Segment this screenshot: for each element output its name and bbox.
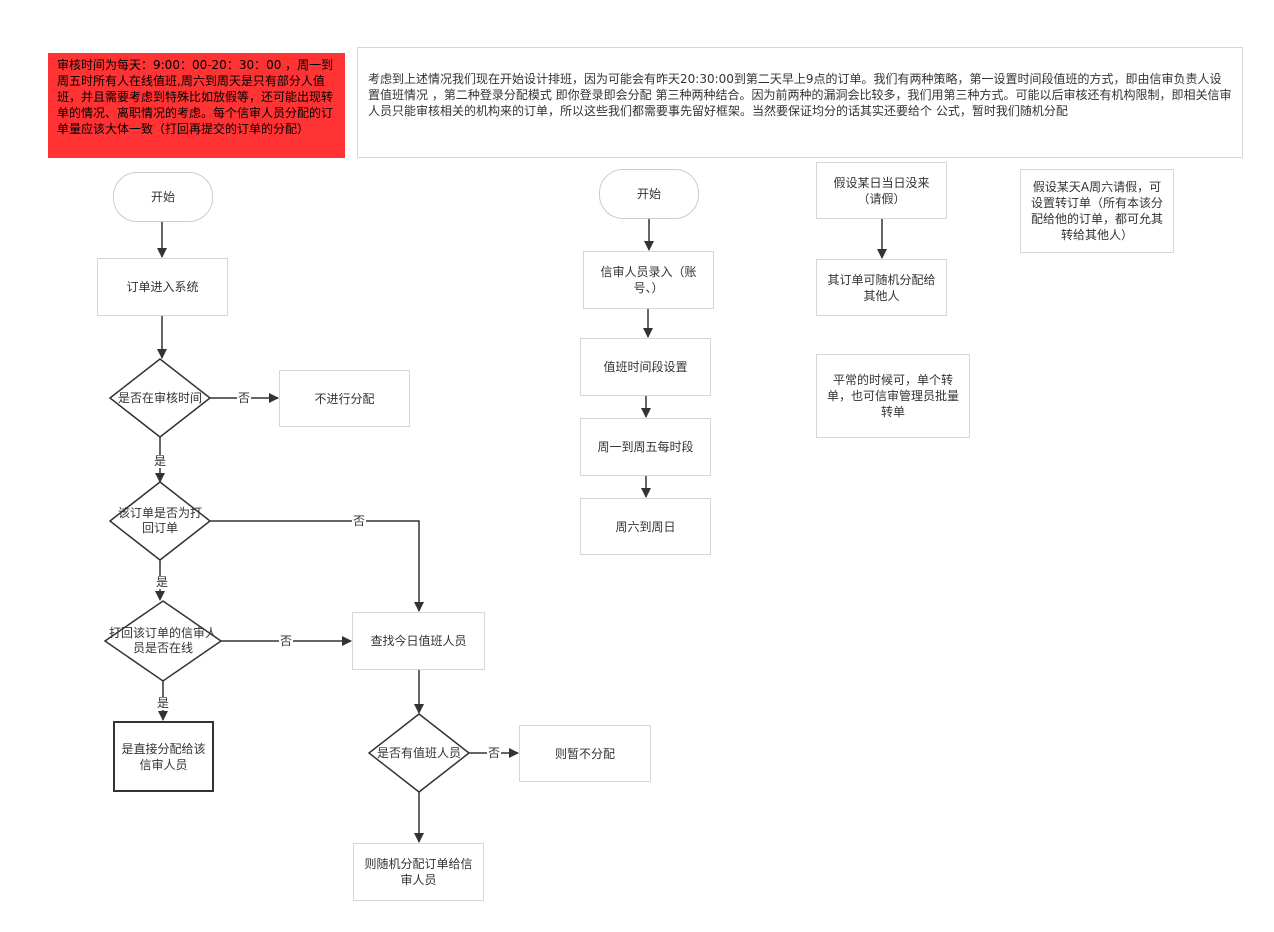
assign-direct-label: 是直接分配给该信审人员	[121, 741, 206, 772]
random-to-others-label: 其订单可随机分配给其他人	[827, 272, 936, 303]
duty-period-node: 值班时间段设置	[580, 338, 711, 396]
sat-leave-node: 假设某天A周六请假，可设置转订单（所有本该分配给他的订单，都可允其转给其他人）	[1020, 169, 1174, 253]
edge-label-review-no: 否	[237, 391, 252, 405]
edge-label-online-no: 否	[279, 634, 294, 648]
reviewer-entry-node: 信审人员录入（账号、）	[583, 251, 714, 309]
diamond-is-returned	[108, 481, 212, 561]
sat-sun-node: 周六到周日	[580, 498, 711, 555]
flow1-start-label: 开始	[150, 190, 175, 204]
duty-period-label: 值班时间段设置	[603, 360, 688, 374]
not-assign-now-node: 则暂不分配	[519, 725, 651, 782]
random-assign-label: 则随机分配订单给信审人员	[364, 857, 473, 887]
absent-node: 假设某日当日没来（请假）	[816, 162, 947, 219]
diamond-has-duty	[367, 713, 471, 793]
edge-returned-to-find-duty	[210, 520, 424, 612]
mon-fri-node: 周一到周五每时段	[580, 418, 711, 476]
edge-label-online-yes: 是	[156, 696, 171, 710]
normal-transfer-label: 平常的时候可，单个转单，也可信审管理员批量转单	[826, 373, 959, 419]
find-duty-node: 查找今日值班人员	[352, 612, 485, 670]
order-enter-node: 订单进入系统	[97, 258, 228, 316]
sat-leave-label: 假设某天A周六请假，可设置转订单（所有本该分配给他的订单，都可允其转给其他人）	[1030, 180, 1163, 242]
absent-label: 假设某日当日没来（请假）	[833, 175, 930, 206]
review-time-note: 审核时间为每天：9:00：00-20：30：00 ，周一到周五时所有人在线值班,…	[48, 53, 345, 158]
find-duty-label: 查找今日值班人员	[370, 634, 467, 648]
design-note-text: 考虑到上述情况我们现在开始设计排班，因为可能会有昨天20:30:00到第二天早上…	[368, 72, 1232, 118]
design-note: 考虑到上述情况我们现在开始设计排班，因为可能会有昨天20:30:00到第二天早上…	[357, 47, 1243, 158]
mon-fri-label: 周一到周五每时段	[597, 440, 694, 454]
edge-label-returned-no: 否	[352, 514, 367, 528]
random-assign-node: 则随机分配订单给信审人员	[353, 843, 484, 901]
random-to-others-node: 其订单可随机分配给其他人	[816, 259, 947, 316]
flow1-start-node: 开始	[113, 172, 213, 222]
flow2-start-node: 开始	[599, 169, 699, 219]
edge-label-review-yes: 是	[153, 454, 168, 468]
flow2-start-label: 开始	[636, 187, 661, 201]
edge-label-duty-no: 否	[487, 746, 502, 760]
edge-label-returned-yes: 是	[155, 575, 170, 589]
sat-sun-label: 周六到周日	[615, 519, 676, 534]
assign-direct-node: 是直接分配给该信审人员	[113, 721, 214, 792]
review-time-note-text: 审核时间为每天：9:00：00-20：30：00 ，周一到周五时所有人在线值班,…	[57, 58, 334, 136]
diamond-in-review-time	[108, 358, 212, 438]
not-assign-now-label: 则暂不分配	[554, 746, 615, 761]
reviewer-entry-label: 信审人员录入（账号、）	[600, 265, 697, 295]
normal-transfer-node: 平常的时候可，单个转单，也可信审管理员批量转单	[816, 354, 970, 438]
no-assign-label: 不进行分配	[314, 391, 375, 406]
diamond-reviewer-online	[103, 600, 223, 682]
no-assign-node: 不进行分配	[279, 370, 410, 427]
order-enter-label: 订单进入系统	[126, 280, 199, 294]
